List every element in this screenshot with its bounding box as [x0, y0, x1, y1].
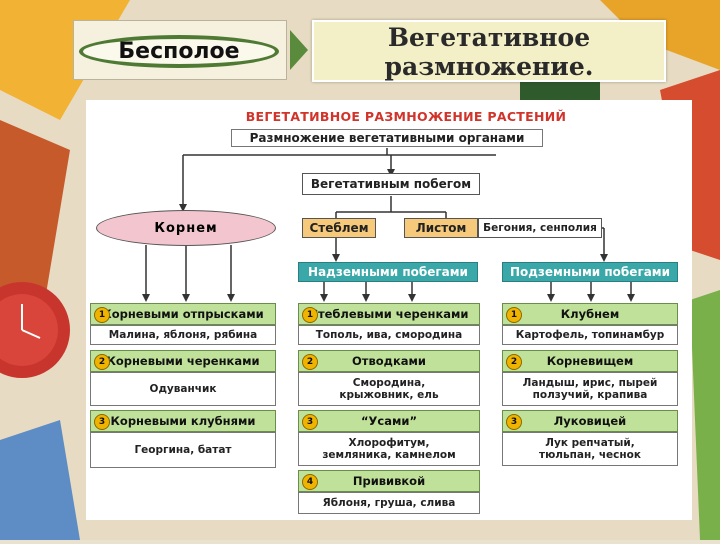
slide-title-line2: размножение. — [384, 52, 594, 81]
number-badge: 1 — [94, 307, 110, 323]
leaf-examples: Бегония, сенполия — [478, 218, 602, 238]
root-item-2: 2 Корневыми черенками — [90, 350, 276, 372]
root-item-label: Корневыми отпрысками — [102, 307, 264, 321]
arrow-right-icon — [290, 30, 308, 70]
under-item-1: 1 Клубнем — [502, 303, 678, 325]
root-item-label: Корневыми черенками — [106, 354, 260, 368]
above-item-label: Прививкой — [352, 474, 426, 488]
above-item-label: Стеблевыми черенками — [309, 307, 469, 321]
root-item-examples: Георгина, батат — [90, 432, 276, 468]
number-badge: 1 — [506, 307, 522, 323]
leaf-box: Листом — [404, 218, 478, 238]
number-badge: 2 — [302, 354, 318, 370]
number-badge: 3 — [94, 414, 110, 430]
root-oval: Корнем — [96, 210, 276, 246]
above-item-2: 2 Отводками — [298, 350, 480, 372]
above-item-4: 4 Прививкой — [298, 470, 480, 492]
diagram-heading: ВЕГЕТАТИВНОЕ РАЗМНОЖЕНИЕ РАСТЕНИЙ — [245, 109, 567, 124]
above-item-label: “Усами” — [360, 414, 418, 428]
above-item-examples: Смородина, крыжовник, ель — [298, 372, 480, 406]
shoot-box: Вегетативным побегом — [302, 173, 480, 195]
under-item-label: Клубнем — [560, 307, 620, 321]
diagram-panel: ВЕГЕТАТИВНОЕ РАЗМНОЖЕНИЕ РАСТЕНИЙ Размно… — [86, 100, 692, 520]
number-badge: 4 — [302, 474, 318, 490]
under-item-examples: Лук репчатый, тюльпан, чеснок — [502, 432, 678, 466]
above-item-1: 1 Стеблевыми черенками — [298, 303, 480, 325]
number-badge: 1 — [302, 307, 318, 323]
root-item-label: Корневыми клубнями — [110, 414, 256, 428]
number-badge: 3 — [302, 414, 318, 430]
under-item-label: Корневищем — [546, 354, 634, 368]
above-item-examples: Тополь, ива, смородина — [298, 325, 480, 345]
root-item-examples: Малина, яблоня, рябина — [90, 325, 276, 345]
above-ground-header: Надземными побегами — [298, 262, 478, 282]
reproduction-type-pill: Бесполое — [79, 35, 279, 68]
connector-lines — [142, 148, 635, 302]
above-item-examples: Хлорофитум, земляника, камнелом — [298, 432, 480, 466]
under-item-examples: Ландыш, ирис, пырей ползучий, крапива — [502, 372, 678, 406]
number-badge: 3 — [506, 414, 522, 430]
under-item-examples: Картофель, топинамбур — [502, 325, 678, 345]
under-item-3: 3 Луковицей — [502, 410, 678, 432]
above-item-label: Отводками — [352, 354, 426, 368]
slide-title-line1: Вегетативное — [387, 23, 591, 52]
stem-box: Стеблем — [302, 218, 376, 238]
above-item-3: 3 “Усами” — [298, 410, 480, 432]
number-badge: 2 — [506, 354, 522, 370]
underground-header: Подземными побегами — [502, 262, 678, 282]
root-item-3: 3 Корневыми клубнями — [90, 410, 276, 432]
root-item-1: 1 Корневыми отпрысками — [90, 303, 276, 325]
under-item-2: 2 Корневищем — [502, 350, 678, 372]
above-item-examples: Яблоня, груша, слива — [298, 492, 480, 514]
diagram-subheading: Размножение вегетативными органами — [231, 129, 543, 147]
left-pill-box: Бесполое — [73, 20, 287, 80]
root-item-examples: Одуванчик — [90, 372, 276, 406]
under-item-label: Луковицей — [553, 414, 627, 428]
slide-title: Вегетативное размножение. — [312, 20, 666, 82]
number-badge: 2 — [94, 354, 110, 370]
